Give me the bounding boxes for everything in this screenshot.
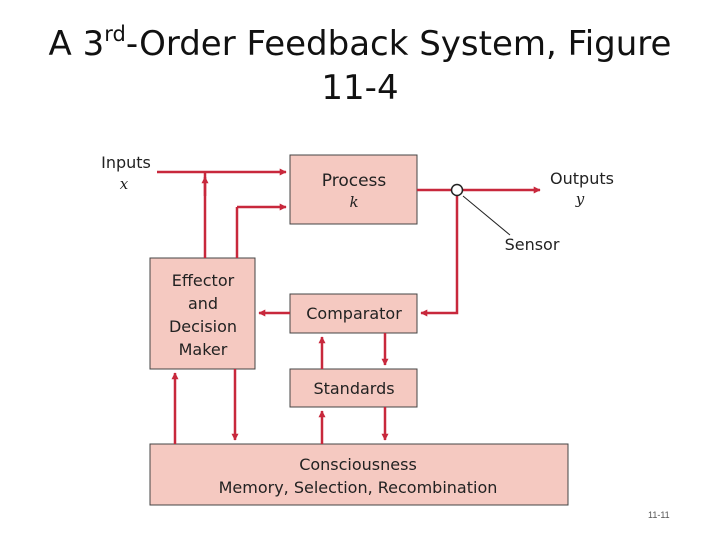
sensor-label: Sensor: [505, 235, 560, 254]
outputs-label: Outputs: [550, 169, 614, 188]
consciousness-line-2: Memory, Selection, Recombination: [219, 478, 498, 497]
process-label: Process: [322, 171, 387, 191]
consciousness-line-1: Consciousness: [299, 455, 417, 474]
consciousness-box: [149, 443, 569, 506]
inputs-variable: x: [120, 175, 129, 193]
sensor-pointer-line: [462, 195, 511, 236]
standards-box: [289, 368, 418, 408]
title-line-2: 11-4: [321, 68, 399, 108]
comparator-label: Comparator: [306, 304, 402, 323]
outputs-variable: y: [575, 190, 585, 208]
sensor-node: [450, 183, 464, 197]
process-box: [289, 154, 418, 225]
effector-line-1: Effector: [172, 271, 235, 290]
title-line-1: A 3rd-Order Feedback System, Figure: [48, 22, 672, 65]
standards-label: Standards: [313, 379, 394, 398]
line-sensor-to-comparator: [420, 196, 459, 317]
comparator-box: [289, 293, 418, 334]
effector-line-4: Maker: [179, 340, 228, 359]
inputs-label: Inputs: [101, 153, 151, 172]
slide-title: A 3rd-Order Feedback System, Figure 11-4: [0, 22, 720, 110]
effector-line-3: Decision: [169, 317, 237, 336]
slide-number: 11-11: [648, 510, 670, 520]
effector-box: [149, 257, 256, 370]
effector-line-2: and: [188, 294, 218, 313]
process-variable: k: [349, 193, 358, 211]
